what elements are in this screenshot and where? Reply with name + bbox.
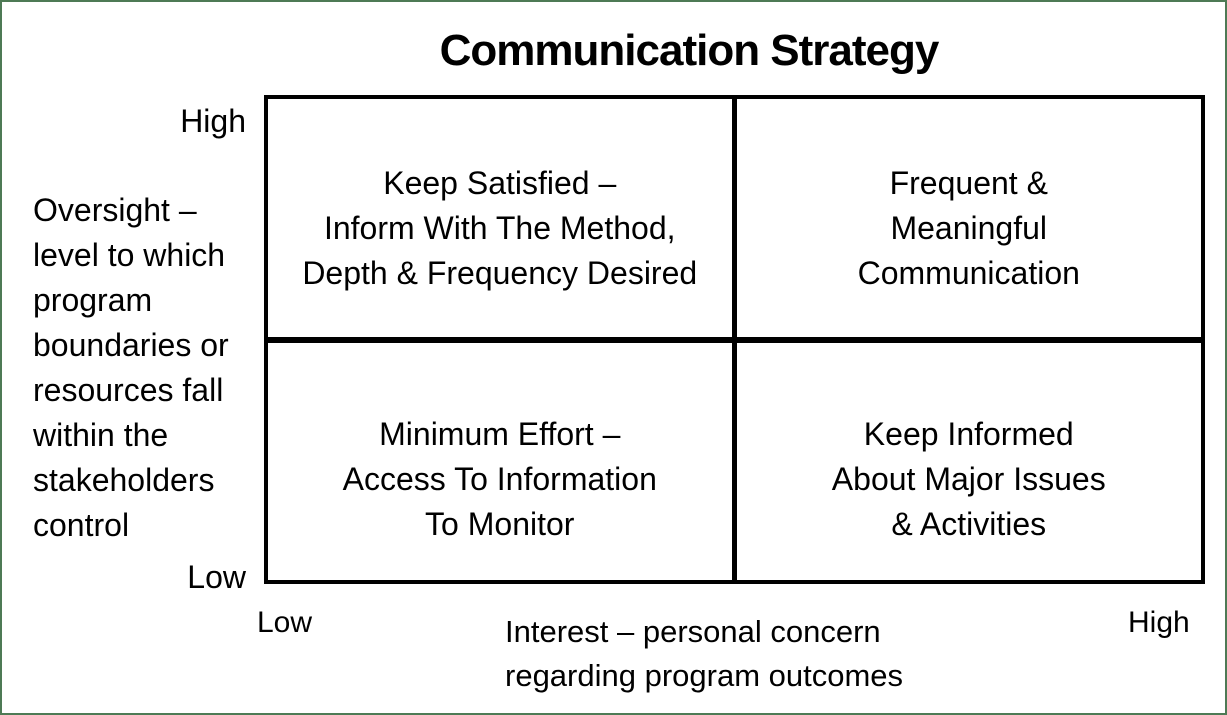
- quadrant-text-line: Minimum Effort –: [379, 415, 621, 452]
- x-axis-description-line: regarding program outcomes: [505, 658, 904, 693]
- y-axis-description-line: stakeholders: [33, 462, 215, 498]
- quadrant-text-line: Depth & Frequency Desired: [302, 255, 698, 292]
- quadrant-minimum-effort: Minimum Effort – Access To Information T…: [268, 339, 735, 580]
- quadrant-text-line: About Major Issues: [831, 460, 1106, 497]
- quadrant-keep-informed: Keep Informed About Major Issues & Activ…: [734, 339, 1201, 580]
- y-axis-description-line: boundaries or: [33, 327, 229, 363]
- y-axis-description-line: within the: [33, 417, 169, 453]
- x-axis-low-label: Low: [257, 606, 313, 639]
- quadrant-text-line: Communication: [857, 255, 1080, 292]
- x-axis-description-line: Interest – personal concern: [505, 614, 881, 649]
- diagram-title: Communication Strategy: [439, 26, 940, 75]
- quadrant-matrix: Keep Satisfied – Inform With The Method,…: [264, 95, 1205, 584]
- quadrant-keep-satisfied: Keep Satisfied – Inform With The Method,…: [268, 99, 735, 340]
- y-axis-high-label: High: [180, 103, 246, 139]
- y-axis-description-line: resources fall: [33, 372, 224, 408]
- quadrant-text-line: Meaningful: [890, 210, 1048, 247]
- x-axis-high-label: High: [1128, 606, 1190, 639]
- quadrant-text-line: Keep Satisfied –: [383, 165, 617, 202]
- quadrant-text-line: Frequent &: [889, 165, 1048, 202]
- y-axis-low-label: Low: [187, 559, 246, 595]
- quadrant-text-line: & Activities: [891, 505, 1047, 542]
- quadrant-text-line: Keep Informed: [863, 415, 1074, 452]
- y-axis-description-line: Oversight –: [33, 192, 197, 228]
- quadrant-text-line: To Monitor: [425, 505, 575, 542]
- quadrant-text-line: Access To Information: [342, 460, 657, 497]
- y-axis-description-line: control: [33, 507, 130, 543]
- quadrant-text-line: Inform With The Method,: [323, 210, 676, 247]
- y-axis-description-line: program: [33, 282, 153, 318]
- y-axis-description-line: level to which: [33, 237, 226, 273]
- y-axis-description: Oversight – level to which program bound…: [33, 188, 229, 548]
- x-axis-description: Interest – personal concern regarding pr…: [505, 610, 903, 698]
- quadrant-frequent-meaningful: Frequent & Meaningful Communication: [734, 99, 1201, 340]
